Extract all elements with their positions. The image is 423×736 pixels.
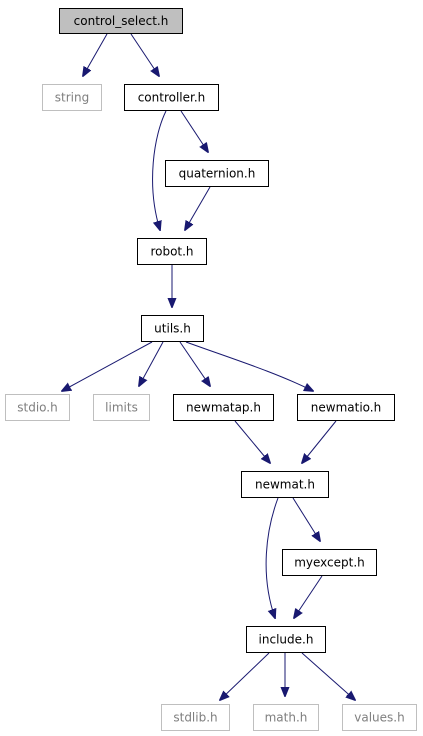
edges-layer [62, 33, 355, 700]
edge-control_select-to-controller [130, 33, 159, 76]
node-box-myexcept [282, 549, 377, 576]
node-box-newmatap [173, 394, 274, 421]
node-limits: limits [93, 394, 150, 421]
node-newmatio[interactable]: newmatio.h [297, 394, 395, 421]
node-include[interactable]: include.h [246, 626, 326, 653]
node-box-controller [124, 84, 219, 111]
edge-controller-to-quaternion [180, 110, 208, 152]
node-label-include: include.h [259, 633, 314, 647]
edge-utils-to-limits [139, 341, 164, 386]
node-stdio: stdio.h [5, 394, 70, 421]
edge-control_select-to-string [83, 33, 108, 76]
node-box-math [253, 704, 319, 731]
node-label-stdlib: stdlib.h [173, 711, 217, 725]
node-controller[interactable]: controller.h [124, 84, 219, 111]
node-label-limits: limits [105, 401, 138, 415]
node-label-newmatap: newmatap.h [186, 401, 261, 415]
node-box-quaternion [165, 160, 269, 187]
node-box-newmat [241, 471, 329, 498]
edge-newmatio-to-newmat [302, 420, 337, 463]
node-box-values [342, 704, 417, 731]
edge-include-to-stdlib [220, 652, 270, 700]
node-box-robot [137, 238, 207, 265]
node-box-stdlib [161, 704, 230, 731]
node-newmatap[interactable]: newmatap.h [173, 394, 274, 421]
node-utils[interactable]: utils.h [141, 315, 204, 342]
edge-controller-to-robot [152, 110, 167, 230]
node-math: math.h [253, 704, 319, 731]
node-string: string [42, 84, 102, 111]
node-label-controller: controller.h [138, 91, 206, 105]
edge-utils-to-newmatap [179, 341, 210, 386]
node-box-newmatio [297, 394, 395, 421]
edge-utils-to-newmatio [185, 341, 313, 391]
node-values: values.h [342, 704, 417, 731]
edge-quaternion-to-robot [185, 186, 211, 230]
edge-utils-to-stdio [62, 341, 153, 391]
node-label-robot: robot.h [150, 245, 193, 259]
node-stdlib: stdlib.h [161, 704, 230, 731]
node-label-values: values.h [354, 711, 404, 725]
edge-newmat-to-myexcept [292, 497, 320, 541]
node-box-string [42, 84, 102, 111]
edge-newmat-to-include [265, 497, 279, 618]
node-box-include [246, 626, 326, 653]
node-label-utils: utils.h [154, 322, 191, 336]
edge-newmatap-to-newmat [234, 420, 270, 463]
edge-include-to-values [301, 652, 355, 700]
edge-myexcept-to-include [294, 575, 323, 618]
node-label-myexcept: myexcept.h [294, 556, 365, 570]
node-label-quaternion: quaternion.h [179, 167, 256, 181]
node-box-control_select [59, 8, 183, 34]
node-robot[interactable]: robot.h [137, 238, 207, 265]
node-quaternion[interactable]: quaternion.h [165, 160, 269, 187]
node-box-limits [93, 394, 150, 421]
node-newmat[interactable]: newmat.h [241, 471, 329, 498]
node-box-utils [141, 315, 204, 342]
node-label-newmat: newmat.h [255, 478, 315, 492]
node-label-newmatio: newmatio.h [311, 401, 381, 415]
node-label-string: string [55, 91, 89, 105]
node-box-stdio [5, 394, 70, 421]
node-label-math: math.h [265, 711, 308, 725]
node-control_select[interactable]: control_select.h [59, 8, 183, 34]
node-myexcept[interactable]: myexcept.h [282, 549, 377, 576]
node-label-stdio: stdio.h [17, 401, 57, 415]
node-label-control_select: control_select.h [74, 14, 169, 28]
